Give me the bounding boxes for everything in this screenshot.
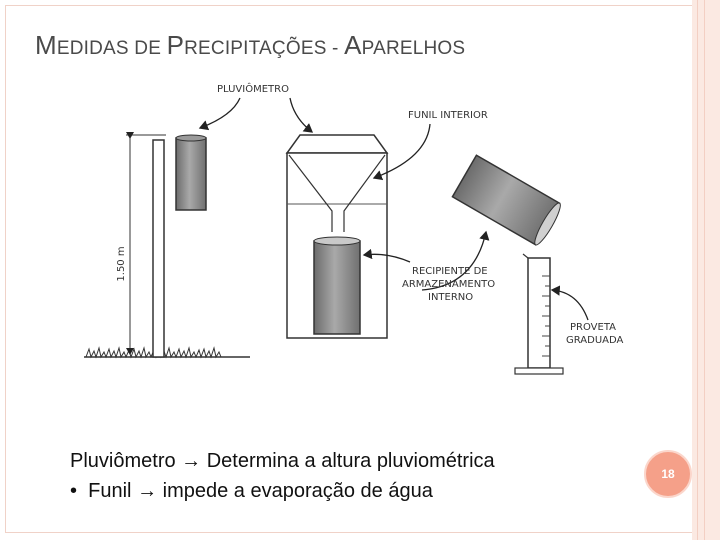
gauge-cutaway: [285, 134, 389, 339]
decorative-side-stripe: [692, 0, 720, 540]
caption-term-pluviometro: Pluviômetro: [70, 450, 176, 472]
graduated-cylinder: [514, 253, 564, 375]
tilted-container: [451, 154, 561, 246]
height-label: 1.50 m: [116, 246, 127, 281]
caption-line-1: Pluviômetro → Determina a altura pluviom…: [70, 446, 495, 476]
caption-line-2: • Funil → impede a evaporação de água: [70, 476, 495, 506]
caption-term-funil: Funil: [88, 480, 132, 502]
proveta-label-line-2: GRADUADA: [566, 335, 624, 346]
title-cap-1: M: [35, 30, 57, 60]
title-part-1: EDIDAS DE: [56, 38, 167, 59]
proveta-label-line-1: PROVETA: [570, 322, 616, 333]
bullet-icon: •: [70, 480, 78, 502]
ground: [84, 346, 250, 359]
pluviometer-on-pole: [152, 134, 207, 358]
title-part-2: RECIPITAÇÕES -: [184, 38, 345, 59]
title-cap-3: A: [344, 30, 362, 60]
recipiente-label-line-1: RECIPIENTE DE: [412, 266, 488, 277]
caption-definition-1: Determina a altura pluviométrica: [206, 450, 495, 472]
title-cap-2: P: [166, 30, 185, 60]
recipiente-label-line-2: ARMAZENAMENTO: [402, 279, 495, 290]
caption: Pluviômetro → Determina a altura pluviom…: [70, 446, 495, 506]
pluviometro-label: PLUVIÔMETRO: [217, 82, 289, 95]
recipiente-label-line-3: INTERNO: [428, 292, 473, 303]
height-dimension: 1.50 m: [116, 132, 166, 355]
arrow-icon: →: [181, 450, 202, 472]
caption-definition-2: impede a evaporação de água: [162, 480, 433, 502]
title-part-3: PARELHOS: [361, 38, 466, 59]
arrow-icon: →: [137, 480, 158, 502]
slide-title: MEDIDAS DE PRECIPITAÇÕES - APARELHOS: [35, 30, 465, 61]
slide-number-badge: 18: [644, 450, 692, 498]
rain-gauge-diagram: 1.50 m PLUVIÔMETRO FUNIL INTERIOR RECIPI…: [84, 82, 624, 375]
funil-label: FUNIL INTERIOR: [408, 110, 488, 121]
